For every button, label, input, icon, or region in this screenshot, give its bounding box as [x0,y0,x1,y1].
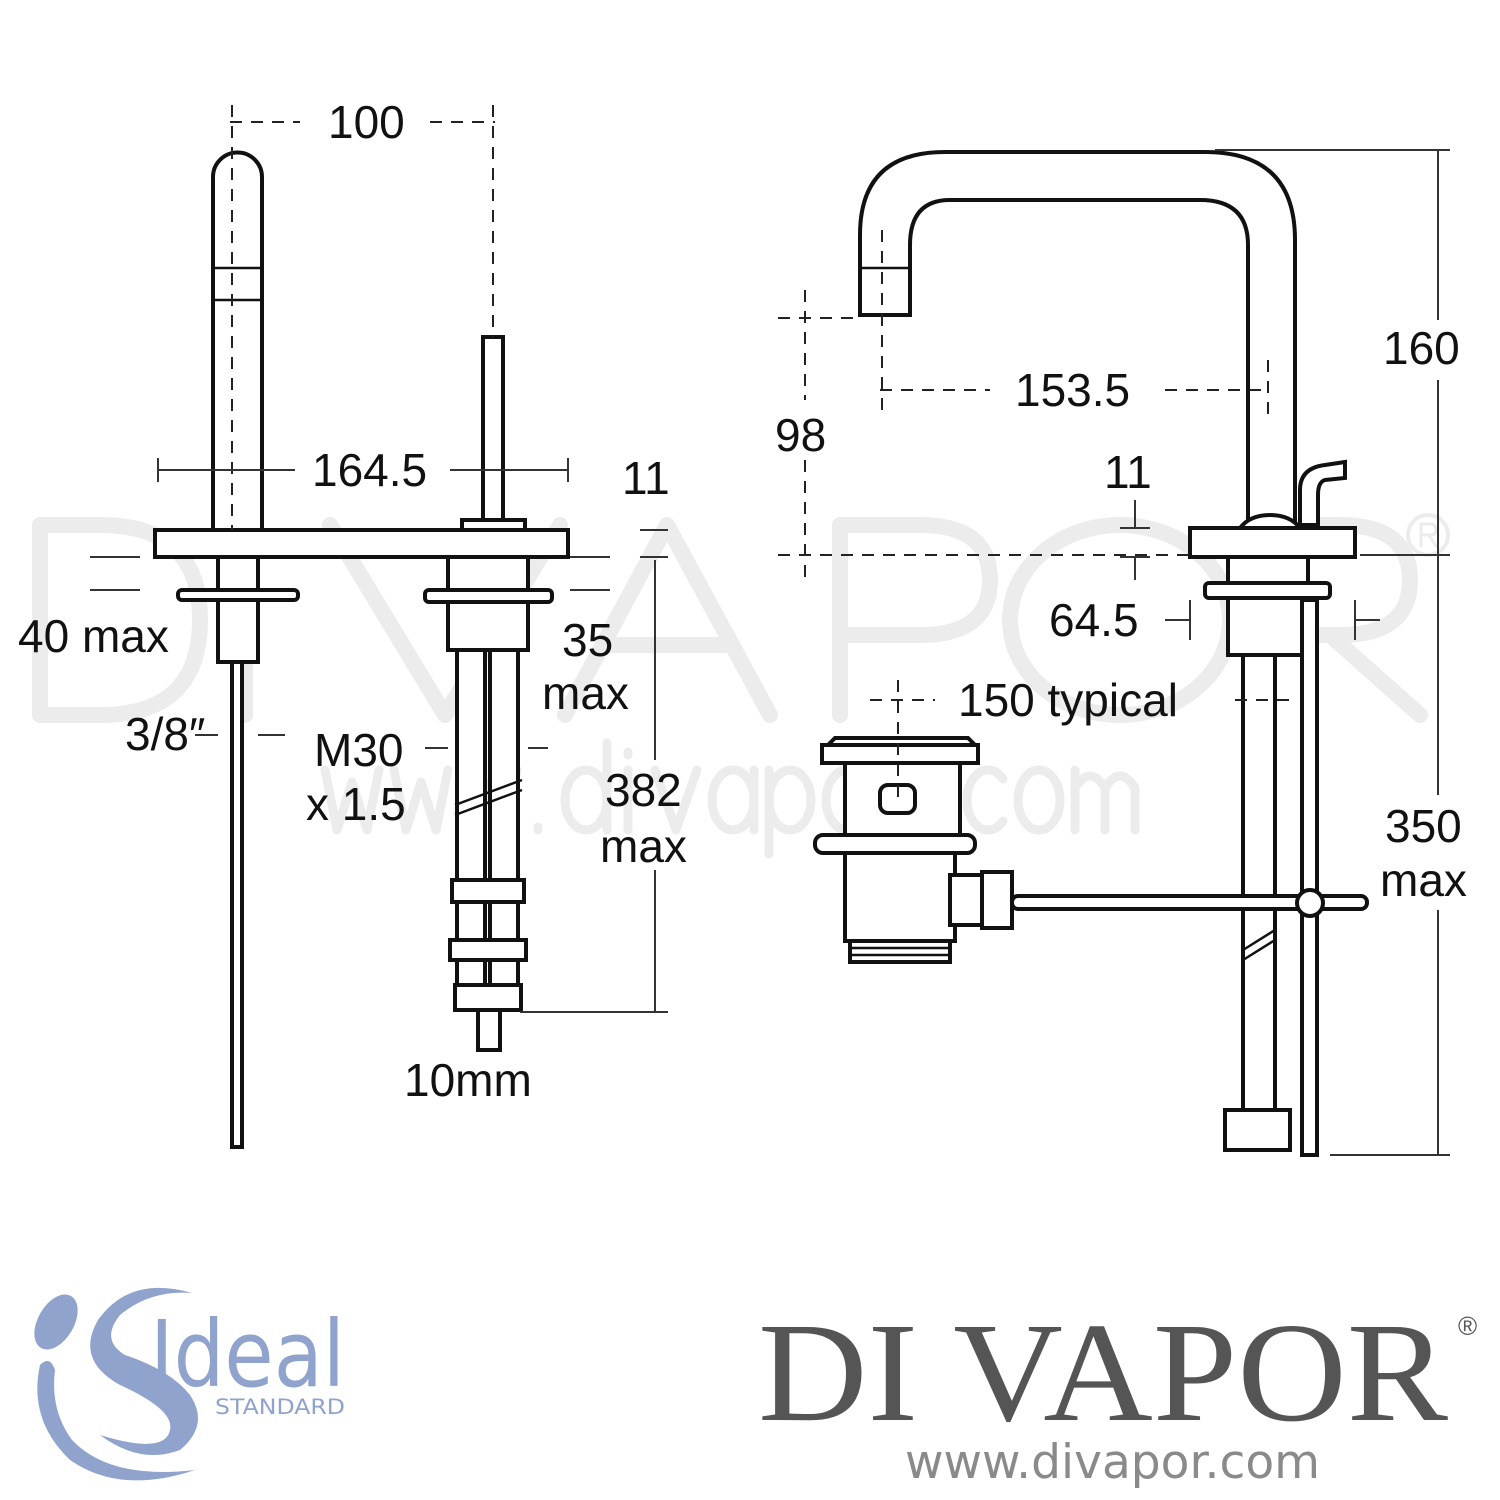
tail-10mm [476,1008,502,1052]
spout-rod [230,660,244,1149]
divapor-url: www.divapor.com [905,1435,1320,1490]
watermark-url-glyph [565,743,607,830]
watermark-url-glyph [1075,770,1135,830]
dim-382-max: max [600,820,687,872]
right-view-dimensions: 160 153.5 98 11 64.5 150 typical 350 max [775,149,1467,1156]
right-view-tap [813,150,1369,1157]
left-view-tap [153,150,570,1149]
dim-350: 350 [1385,800,1462,852]
left-view-dimensions: 100 164.5 11 40 max 35 max 3/8″ M30 x 1.… [18,96,687,1106]
dim-m30: M30 [314,724,403,776]
watermark-registered-picture [1406,513,1450,557]
lever-handle [1298,459,1347,527]
dim-382: 382 [605,764,682,816]
spout-tube [211,150,264,532]
watermark-url-glyph [769,770,811,854]
divapor-registered: ® [1458,1311,1477,1341]
spout [858,150,1297,530]
pivot-ball [1295,888,1325,918]
ideal-word: Ideal [150,1301,345,1408]
dim-40-max: 40 max [18,610,169,662]
dim-11-right: 11 [1104,446,1152,498]
dim-153-5: 153.5 [1015,364,1130,416]
dim-150-typical: 150 typical [958,674,1178,726]
tap-hose [1241,653,1277,1112]
dim-160: 160 [1383,322,1460,374]
watermark-url-picture [325,743,1135,854]
popup-rod [1300,598,1319,1157]
watermark-url-glyph [655,770,697,830]
dim-3-8-inch: 3/8″ [125,708,205,760]
dim-x1-5: x 1.5 [306,778,406,830]
watermark-url-glyph [325,770,379,830]
dim-350-max: max [1380,854,1467,906]
dim-10mm: 10mm [404,1054,532,1106]
spout-washer [176,588,300,602]
tap-washer [1203,581,1332,600]
tap-base [1188,526,1357,559]
watermark-url-glyph [712,770,754,830]
watermark-url-glyph [1018,770,1060,830]
ideal-sub: STANDARD [215,1395,345,1419]
tap-thread [1226,555,1310,657]
watermark-url-glyph [967,770,1003,830]
dim-164-5: 164.5 [312,444,427,496]
deck-plate [153,528,570,559]
ideal-standard-logo: Ideal STANDARD [34,1287,345,1481]
dim-11-left: 11 [622,452,670,504]
dim-35: 35 [562,614,613,666]
divapor-brand: DI VAPOR [758,1293,1448,1451]
divapor-logo: DI VAPOR ® www.divapor.com [758,1293,1477,1490]
spout-thread [216,555,260,664]
valve-washer [423,588,554,604]
dim-98: 98 [775,409,826,461]
watermark-url-glyph [394,770,448,830]
dim-35-max: max [542,667,629,719]
hose-fitting [1223,1108,1292,1152]
valve-stem [481,335,505,524]
waste-assembly [813,736,1014,964]
dim-100: 100 [328,96,405,148]
dim-64-5: 64.5 [1049,594,1139,646]
